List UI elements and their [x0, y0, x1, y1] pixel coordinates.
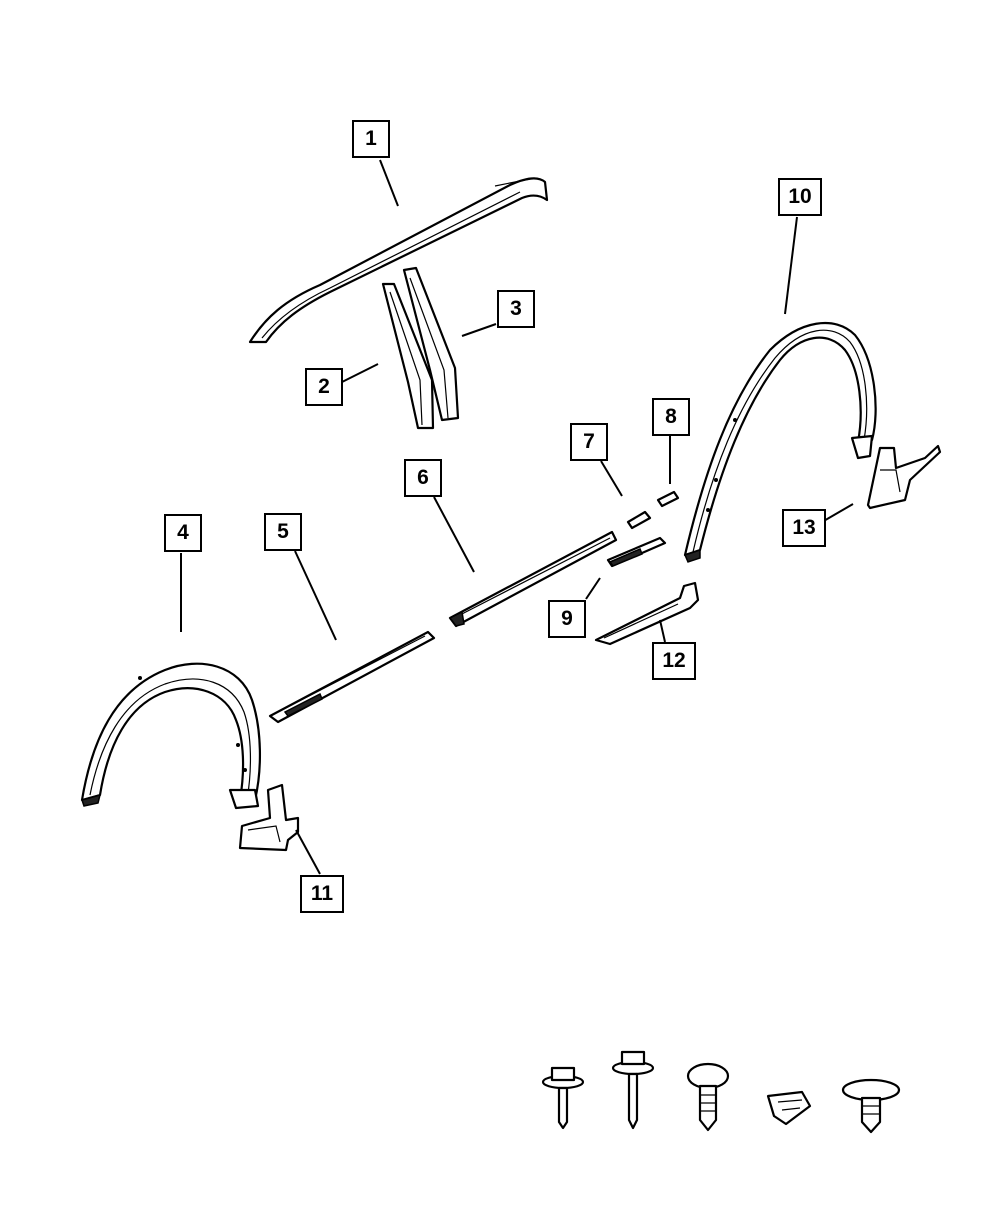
fastener-push-pin-icon	[686, 1062, 730, 1132]
callout-12: 12	[652, 642, 696, 680]
front-splash-guard-part	[238, 783, 300, 852]
leader-lines	[180, 159, 854, 875]
front-wheel-flare-part	[80, 662, 262, 810]
fastener-long-bolt-icon	[611, 1050, 655, 1130]
quarter-molding-part	[606, 536, 667, 568]
rear-splash-guard-part	[866, 444, 942, 510]
callout-10: 10	[778, 178, 822, 216]
pillar-applique-front-part	[381, 282, 435, 430]
pillar-applique-rear-part	[402, 266, 460, 422]
rear-lower-molding-part	[594, 581, 700, 646]
front-door-molding-part	[268, 630, 436, 724]
fastener-round-push-pin-icon	[841, 1078, 901, 1134]
callout-9: 9	[548, 600, 586, 638]
rear-wheel-flare-part	[683, 321, 877, 563]
callout-5: 5	[264, 513, 302, 551]
fastener-clip-nut-icon	[766, 1090, 812, 1126]
small-molding-b-part	[656, 490, 680, 508]
callout-4: 4	[164, 514, 202, 552]
callout-11: 11	[300, 875, 344, 913]
callout-2: 2	[305, 368, 343, 406]
callout-7: 7	[570, 423, 608, 461]
callout-13: 13	[782, 509, 826, 547]
callout-6: 6	[404, 459, 442, 497]
small-molding-a-part	[626, 510, 652, 530]
rear-door-molding-part	[448, 530, 618, 628]
callout-8: 8	[652, 398, 690, 436]
fastener-bolt-icon	[541, 1066, 585, 1130]
callout-1: 1	[352, 120, 390, 158]
roof-molding-part	[248, 177, 549, 344]
callout-3: 3	[497, 290, 535, 328]
